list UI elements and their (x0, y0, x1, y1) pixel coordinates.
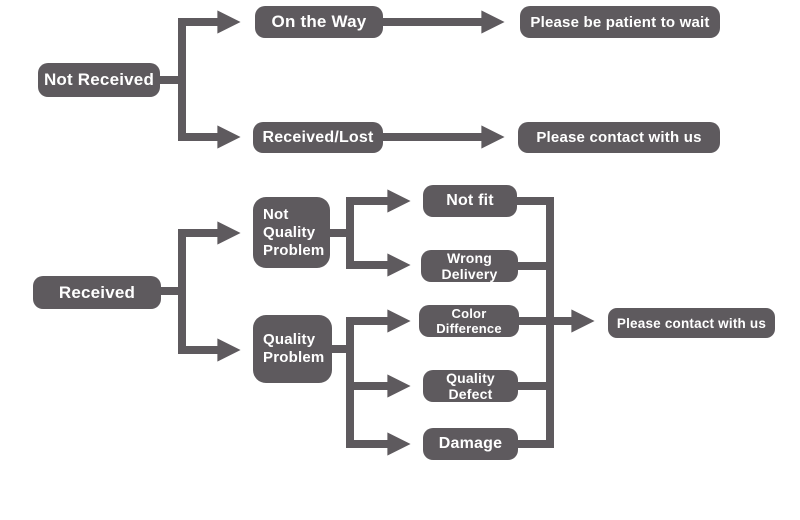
node-damage: Damage (423, 428, 518, 460)
node-quality-problem: Quality Problem (253, 315, 332, 383)
node-contact-us-bottom: Please contact with us (608, 308, 775, 338)
node-color-difference: Color Difference (419, 305, 519, 337)
node-not-fit: Not fit (423, 185, 517, 217)
node-received-lost: Received/Lost (253, 122, 383, 153)
node-not-received: Not Received (38, 63, 160, 97)
node-please-be-patient: Please be patient to wait (520, 6, 720, 38)
node-received: Received (33, 276, 161, 309)
node-quality-defect: Quality Defect (423, 370, 518, 402)
node-wrong-delivery: Wrong Delivery (421, 250, 518, 282)
node-on-the-way: On the Way (255, 6, 383, 38)
node-contact-us-top: Please contact with us (518, 122, 720, 153)
node-not-quality-problem: Not Quality Problem (253, 197, 330, 268)
